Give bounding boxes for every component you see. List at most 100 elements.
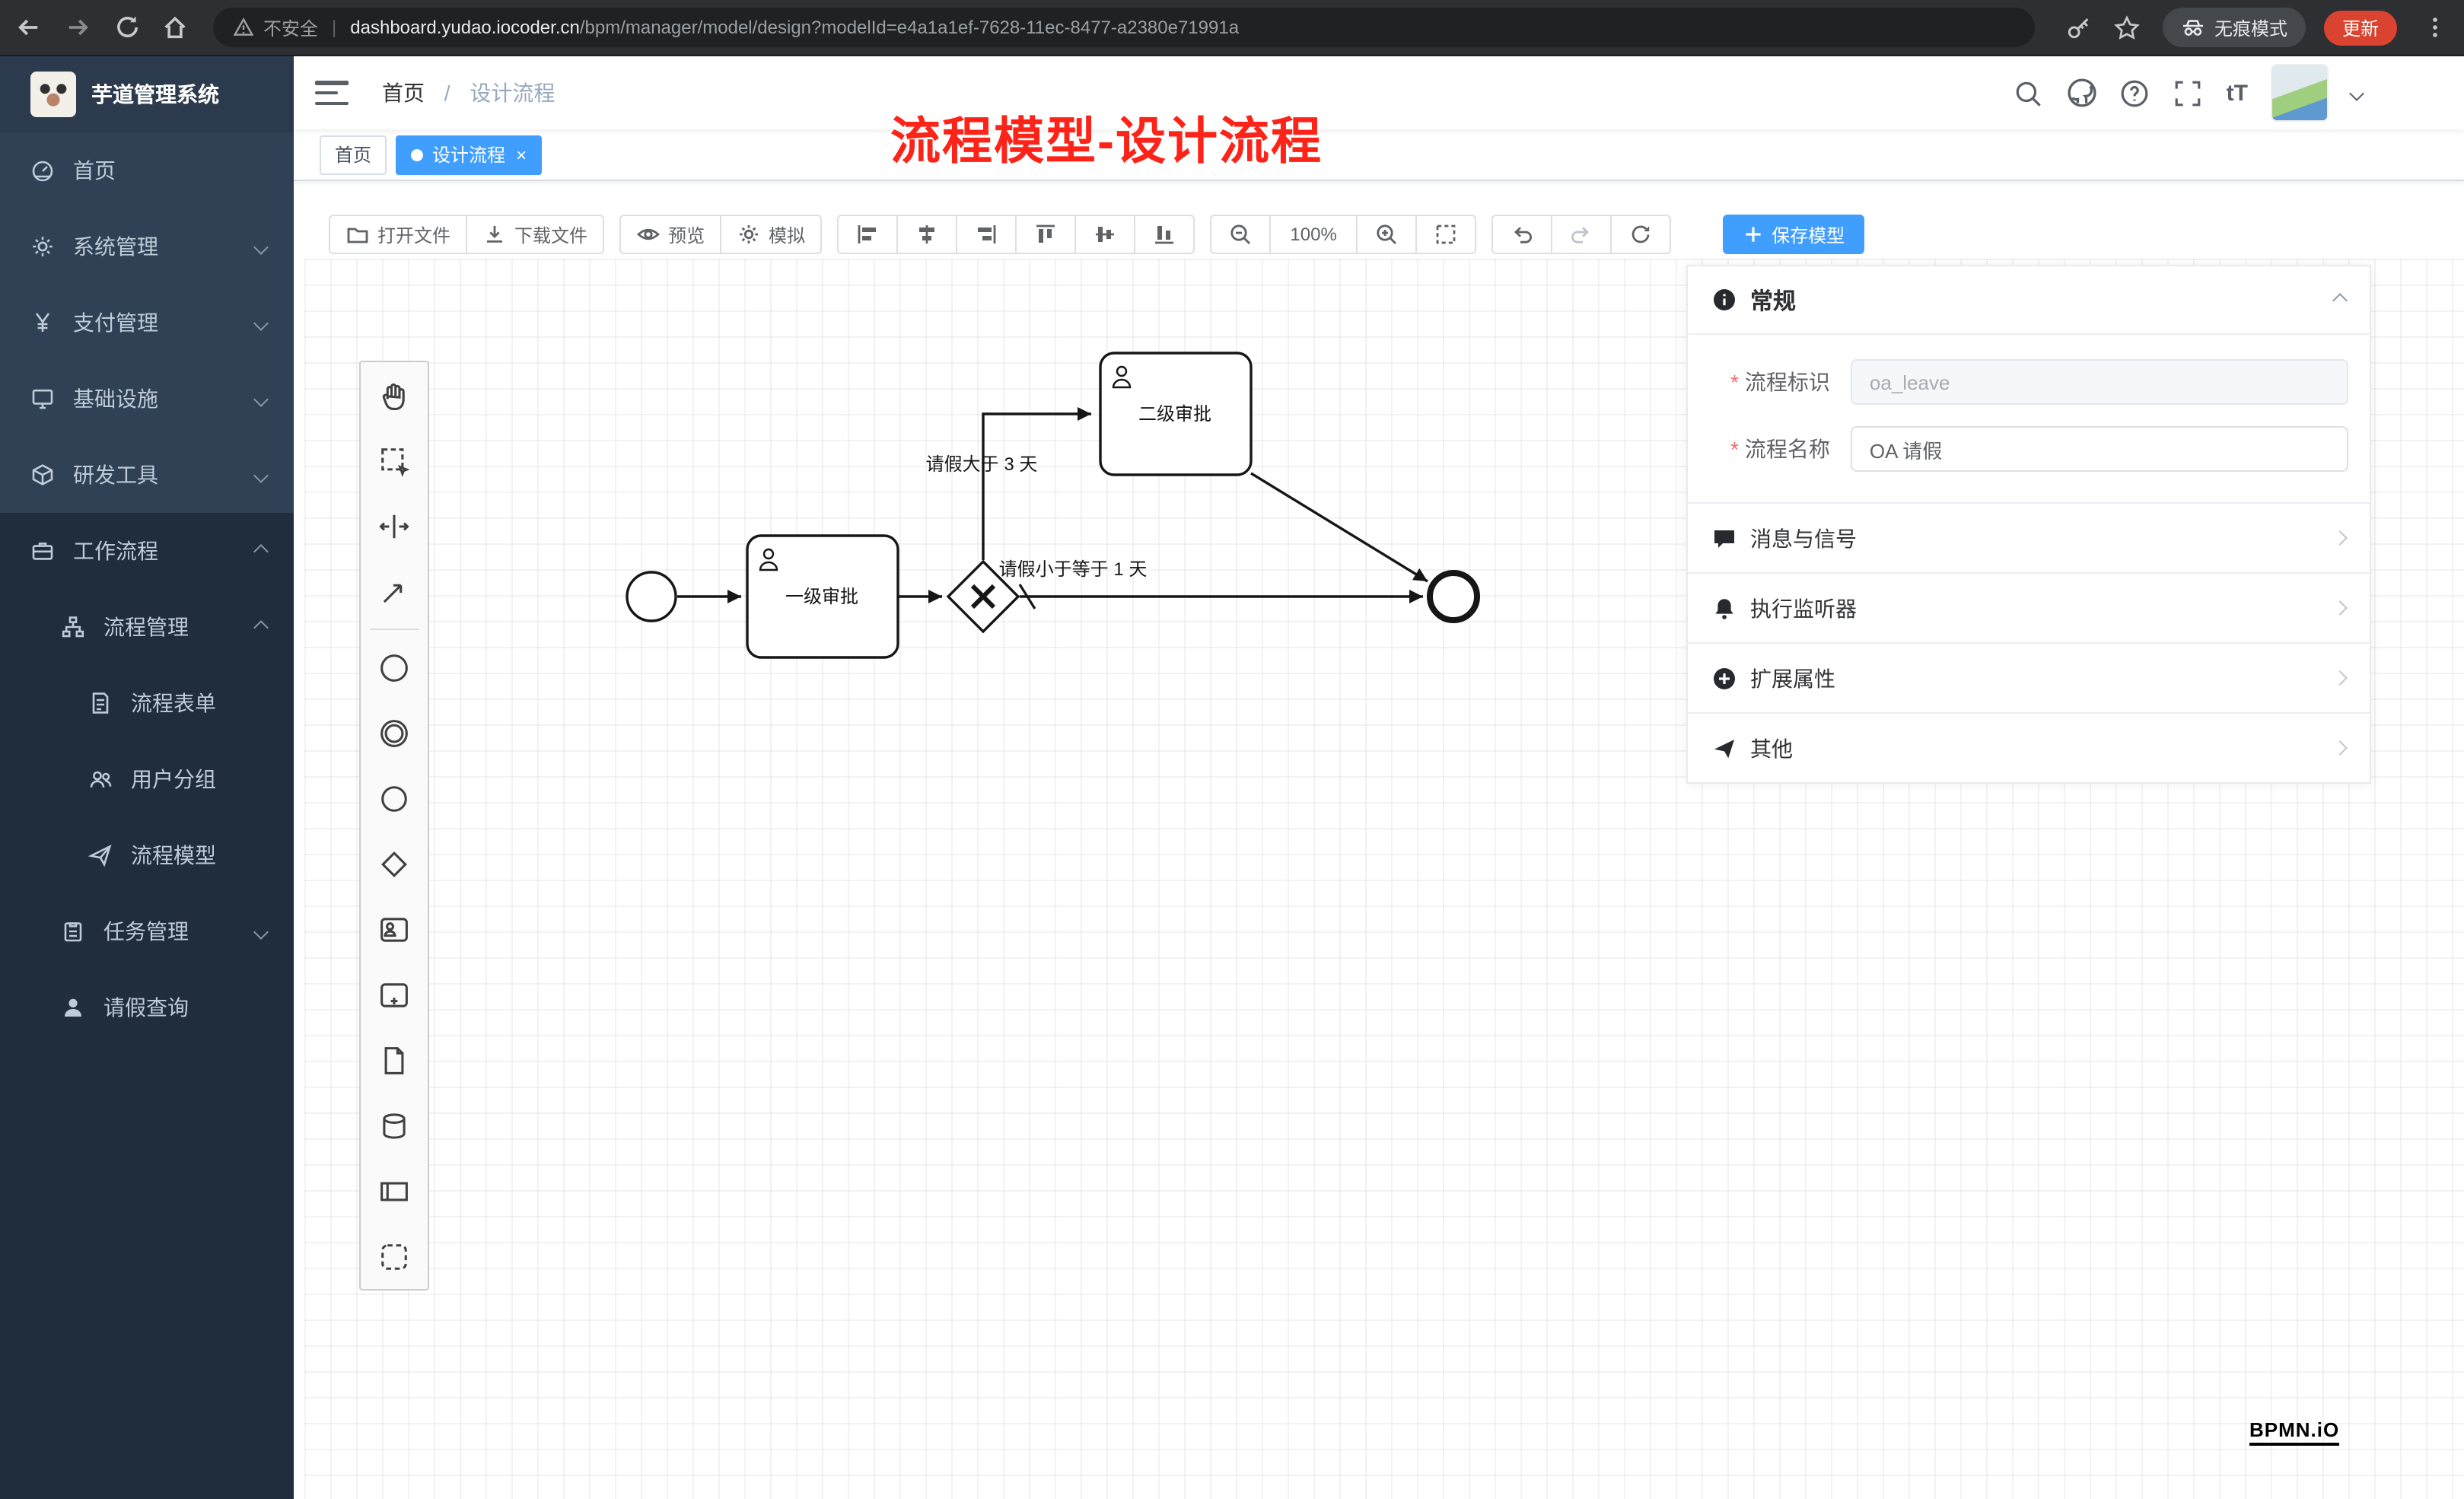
chevron-up-icon — [253, 619, 269, 635]
group[interactable] — [361, 1224, 428, 1289]
start-event[interactable] — [361, 635, 428, 700]
sidebar-collapse-button[interactable] — [315, 79, 349, 107]
save-model-button[interactable]: 保存模型 — [1723, 215, 1865, 254]
hand-tool[interactable] — [361, 362, 428, 428]
gateway[interactable] — [361, 831, 428, 896]
align-middle-icon — [1096, 227, 1115, 242]
address-bar[interactable]: 不安全 | dashboard.yudao.iocoder.cn/bpm/man… — [213, 8, 2035, 47]
intermediate-event[interactable] — [361, 700, 428, 765]
gear-icon — [740, 225, 759, 243]
message-icon — [1714, 530, 1734, 547]
sidebar-item-workflow[interactable]: 工作流程 — [0, 513, 294, 589]
forward-button[interactable] — [58, 8, 97, 47]
simulate-button[interactable]: 模拟 — [720, 215, 823, 254]
app-logo[interactable]: 芋道管理系统 — [0, 56, 294, 132]
sidebar-item-devtools[interactable]: 研发工具 — [0, 437, 294, 513]
user-task-level2[interactable] — [1099, 352, 1253, 476]
sidebar-item-home[interactable]: 首页 — [0, 132, 294, 208]
sidebar-item-system[interactable]: 系统管理 — [0, 208, 294, 285]
restart-button[interactable] — [1610, 215, 1672, 254]
sub-process[interactable] — [361, 962, 428, 1027]
zoom-in-button[interactable] — [1356, 215, 1418, 254]
yen-icon — [35, 313, 50, 332]
browser-menu-icon[interactable] — [2415, 8, 2455, 47]
sidebar-item-leave-query[interactable]: 请假查询 — [0, 969, 294, 1045]
download-file-button[interactable]: 下载文件 — [466, 215, 605, 254]
end-event[interactable] — [361, 765, 428, 831]
sidebar-item-process-mgmt[interactable]: 流程管理 — [0, 589, 294, 665]
sidebar-item-process-model[interactable]: 流程模型 — [0, 817, 294, 893]
chevron-right-icon — [2332, 600, 2348, 616]
preview-button[interactable]: 预览 — [619, 215, 722, 254]
font-size-icon[interactable]: tT — [2226, 80, 2248, 106]
lasso-tool[interactable] — [361, 428, 428, 493]
sidebar-item-task-mgmt[interactable]: 任务管理 — [0, 893, 294, 969]
bpmn-palette — [359, 361, 429, 1291]
workflow-submenu: 工作流程 流程管理 流程表单 用户分组 流程模型 任务 — [0, 513, 294, 1499]
process-key-input[interactable] — [1851, 359, 2348, 405]
info-icon — [1714, 289, 1735, 310]
tag-home[interactable]: 首页 — [320, 135, 387, 174]
reload-button[interactable] — [107, 8, 146, 47]
users-icon — [90, 771, 112, 788]
tag-design-process[interactable]: 设计流程 × — [396, 135, 543, 174]
align-center-button[interactable] — [896, 215, 958, 254]
search-icon[interactable] — [2014, 78, 2044, 108]
bpmn-io-logo[interactable]: BPMN.iO — [2249, 1418, 2340, 1446]
align-left-button[interactable] — [837, 215, 899, 254]
user-avatar[interactable] — [2271, 64, 2329, 122]
data-store[interactable] — [361, 1093, 428, 1158]
home-button[interactable] — [155, 8, 195, 47]
breadcrumb-home[interactable]: 首页 — [382, 81, 425, 105]
incognito-icon — [2182, 20, 2203, 36]
cube-icon — [32, 464, 53, 485]
global-connect-tool[interactable] — [361, 559, 428, 624]
url-host: dashboard.yudao.iocoder.cn — [350, 17, 580, 38]
zoom-reset-button[interactable] — [1415, 215, 1477, 254]
user-task-level1[interactable] — [746, 534, 899, 659]
undo-button[interactable] — [1491, 215, 1553, 254]
github-icon[interactable] — [2067, 78, 2097, 108]
redo-button[interactable] — [1551, 215, 1612, 254]
align-middle-button[interactable] — [1074, 215, 1136, 254]
align-right-button[interactable] — [956, 215, 1017, 254]
process-name-input[interactable] — [1851, 426, 2348, 472]
user-task[interactable] — [361, 896, 428, 962]
panel-section-general[interactable]: 常规 — [1688, 266, 2370, 333]
flow-gateway-to-task2[interactable] — [982, 407, 1091, 560]
gear-icon — [33, 237, 53, 256]
fullscreen-icon[interactable] — [2173, 78, 2204, 108]
sidebar-item-user-group[interactable]: 用户分组 — [0, 741, 294, 817]
start-event[interactable] — [626, 571, 677, 622]
sidebar-item-infra[interactable]: 基础设施 — [0, 361, 294, 437]
end-event[interactable] — [1427, 570, 1480, 623]
flow-task2-to-end[interactable] — [1250, 472, 1428, 583]
update-button[interactable]: 更新 — [2323, 10, 2397, 45]
space-tool[interactable] — [361, 493, 428, 559]
key-icon[interactable] — [2059, 8, 2099, 47]
chevron-down-icon — [253, 924, 269, 939]
data-object[interactable] — [361, 1027, 428, 1093]
panel-section-others[interactable]: 其他 — [1688, 712, 2370, 782]
zoom-out-button[interactable] — [1210, 215, 1272, 254]
align-bottom-button[interactable] — [1134, 215, 1195, 254]
chevron-right-icon — [2332, 670, 2348, 686]
align-bottom-icon — [1155, 226, 1174, 244]
field-process-name: * 流程名称 — [1709, 426, 2348, 472]
panel-section-extensions[interactable]: 扩展属性 — [1688, 642, 2370, 712]
user-task-person-icon — [759, 365, 1132, 571]
sidebar-item-process-form[interactable]: 流程表单 — [0, 665, 294, 741]
panel-section-listeners[interactable]: 执行监听器 — [1688, 572, 2370, 642]
sidebar-item-payment[interactable]: 支付管理 — [0, 285, 294, 361]
chevron-down-icon[interactable] — [2349, 85, 2364, 100]
help-icon[interactable] — [2120, 78, 2150, 108]
panel-section-messages[interactable]: 消息与信号 — [1688, 502, 2370, 572]
participant-pool[interactable] — [361, 1158, 428, 1224]
align-top-button[interactable] — [1015, 215, 1077, 254]
close-icon[interactable]: × — [516, 144, 527, 165]
back-button[interactable] — [9, 8, 49, 47]
bookmark-star-icon[interactable] — [2108, 8, 2147, 47]
tree-icon — [62, 616, 84, 638]
open-file-button[interactable]: 打开文件 — [329, 215, 468, 254]
bell-icon — [1715, 598, 1733, 619]
